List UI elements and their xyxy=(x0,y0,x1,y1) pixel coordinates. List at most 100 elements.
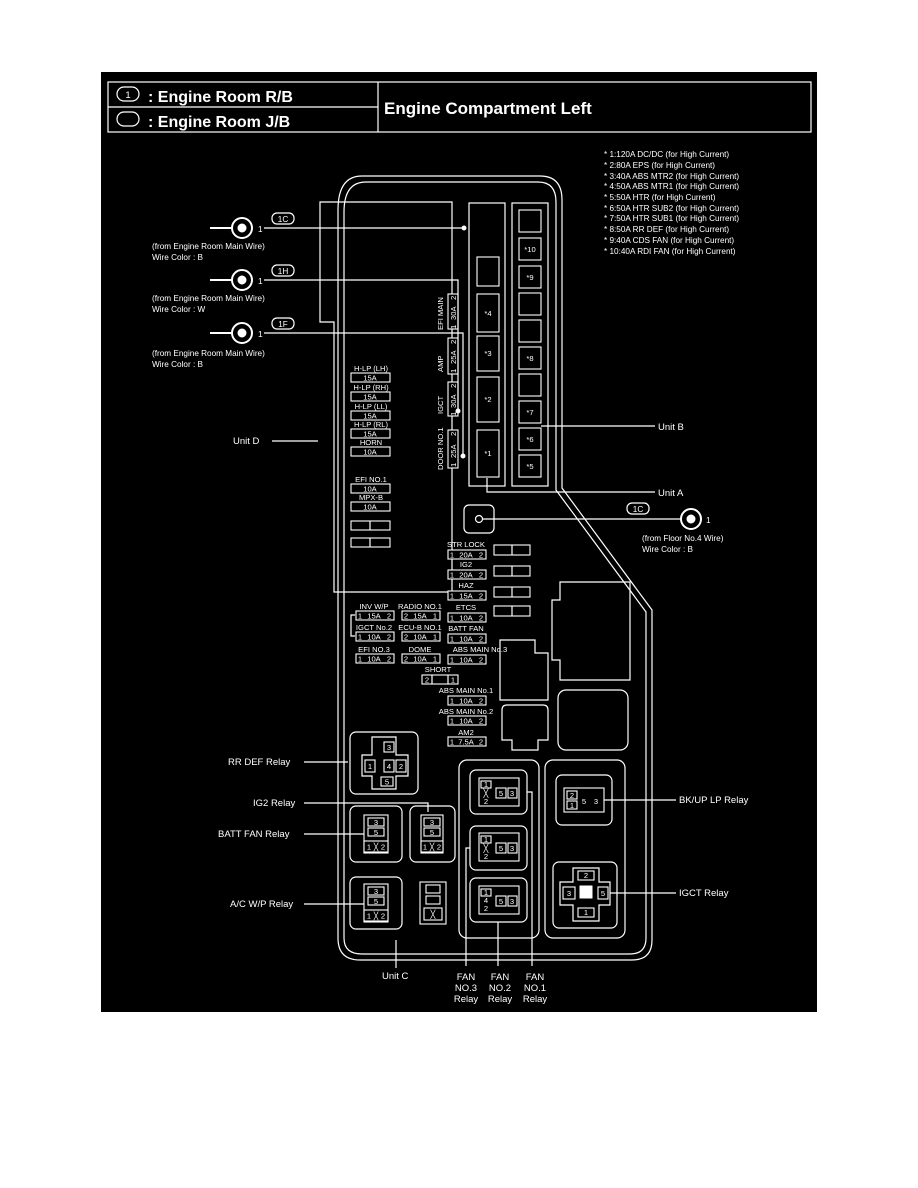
svg-text:20A: 20A xyxy=(459,551,473,560)
svg-text:2: 2 xyxy=(484,904,488,913)
svg-text:2: 2 xyxy=(479,551,483,560)
svg-text:2: 2 xyxy=(404,633,408,642)
unit-a: *4 *3 *2 *1 Unit A xyxy=(468,202,684,499)
svg-text:1: 1 xyxy=(570,801,574,810)
unit-a-slot-1: *1 xyxy=(484,449,491,458)
svg-text:10A: 10A xyxy=(367,633,381,642)
note-4: * 4:50A ABS MTR1 (for High Current) xyxy=(604,182,739,191)
wire-1h-code: 1H xyxy=(278,267,289,276)
svg-text:10A: 10A xyxy=(459,697,473,706)
svg-text:3: 3 xyxy=(374,887,378,896)
igct-relay-label: IGCT Relay xyxy=(679,888,729,899)
svg-text:1: 1 xyxy=(706,516,711,525)
note-1: * 1:120A DC/DC (for High Current) xyxy=(604,150,729,159)
svg-text:1: 1 xyxy=(450,635,454,644)
svg-text:10A: 10A xyxy=(413,633,427,642)
svg-text:15A: 15A xyxy=(367,612,381,621)
wire-1h-color: Wire Color : W xyxy=(152,305,205,314)
wire-1c-color: Wire Color : B xyxy=(152,253,203,262)
svg-text:╳: ╳ xyxy=(429,842,436,852)
unit-b-slot-5: *5 xyxy=(526,462,533,471)
svg-text:2: 2 xyxy=(479,717,483,726)
unit-b-slot-8: *8 xyxy=(526,354,533,363)
svg-text:7.5A: 7.5A xyxy=(458,738,475,747)
svg-text:20A: 20A xyxy=(459,571,473,580)
ig2-relay-label: IG2 Relay xyxy=(253,798,295,809)
unit-d-fuses: H-LP (LH) 15A H-LP (RH) 15A H-LP (LL) 15… xyxy=(350,364,391,548)
vfuse-efimain-name: EFI MAIN xyxy=(436,297,445,330)
svg-text:╳: ╳ xyxy=(430,909,437,919)
svg-text:2: 2 xyxy=(449,340,458,344)
notes-list: * 1:120A DC/DC (for High Current) * 2:80… xyxy=(604,150,739,256)
svg-text:2: 2 xyxy=(449,432,458,436)
fuse-horn-amp: 10A xyxy=(363,448,377,457)
wire-1c-from: (from Engine Room Main Wire) xyxy=(152,242,265,251)
svg-text:2: 2 xyxy=(479,738,483,747)
fuse-hlp-lh-name: H-LP (LH) xyxy=(354,364,389,373)
rr-def-relay: 3 1 4 2 5 RR DEF Relay xyxy=(228,731,419,795)
svg-text:1: 1 xyxy=(367,843,371,852)
svg-text:30A: 30A xyxy=(449,306,458,320)
svg-text:1: 1 xyxy=(449,463,458,467)
svg-text:5: 5 xyxy=(499,789,503,798)
fuse-ecub1-name: ECU-B NO.1 xyxy=(398,623,441,632)
fuse-mpxb-amp: 10A xyxy=(363,503,377,512)
svg-text:2: 2 xyxy=(387,612,391,621)
page-title: Engine Compartment Left xyxy=(384,99,592,118)
svg-text:1: 1 xyxy=(358,612,362,621)
svg-text:3: 3 xyxy=(510,897,514,906)
legend-rb-symbol xyxy=(116,86,140,102)
spare-slots xyxy=(493,544,531,617)
misc-housings xyxy=(499,581,631,751)
svg-text:1: 1 xyxy=(423,843,427,852)
svg-text:5: 5 xyxy=(499,897,503,906)
fuse-radio1-name: RADIO NO.1 xyxy=(398,602,442,611)
ac-wp-relay: 3 5 1 ╳ 2 A/C W/P Relay ╳ xyxy=(230,876,447,930)
fuse-efi1-name: EFI NO.1 xyxy=(355,475,387,484)
fuse-absmain2-name: ABS MAIN No.2 xyxy=(439,707,493,716)
batt-fan-relay-label: BATT FAN Relay xyxy=(218,829,290,840)
note-2: * 2:80A EPS (for High Current) xyxy=(604,161,715,170)
svg-text:15A: 15A xyxy=(459,592,473,601)
note-9: * 9:40A CDS FAN (for High Current) xyxy=(604,236,734,245)
svg-text:2: 2 xyxy=(570,791,574,800)
ig2-relay: 3 5 1 ╳ 2 IG2 Relay xyxy=(253,798,456,863)
fan2-label-3: Relay xyxy=(488,994,513,1005)
svg-text:1: 1 xyxy=(258,277,263,286)
svg-text:3: 3 xyxy=(430,818,434,827)
unit-a-slot-3: *3 xyxy=(484,349,491,358)
svg-text:╳: ╳ xyxy=(373,911,380,921)
wire-1c-floor-from: (from Floor No.4 Wire) xyxy=(642,534,724,543)
ac-wp-relay-label: A/C W/P Relay xyxy=(230,899,293,910)
unit-b-slot-9: *9 xyxy=(526,273,533,282)
svg-text:2: 2 xyxy=(399,762,403,771)
svg-text:1: 1 xyxy=(449,325,458,329)
svg-text:2: 2 xyxy=(449,296,458,300)
svg-text:25A: 25A xyxy=(449,350,458,364)
svg-text:5: 5 xyxy=(499,844,503,853)
fuse-mpxb-name: MPX-B xyxy=(359,493,383,502)
svg-text:10A: 10A xyxy=(459,635,473,644)
svg-text:25A: 25A xyxy=(449,444,458,458)
unit-d-housing xyxy=(319,201,453,593)
svg-text:4: 4 xyxy=(387,762,391,771)
svg-text:1: 1 xyxy=(484,780,488,789)
fuse-igct2-name: IGCT No.2 xyxy=(356,623,392,632)
svg-text:5: 5 xyxy=(374,897,378,906)
svg-text:1: 1 xyxy=(258,225,263,234)
fan1-label-2: NO.1 xyxy=(524,983,546,994)
svg-text:2: 2 xyxy=(437,843,441,852)
unit-b-label: Unit B xyxy=(658,422,684,433)
svg-text:2: 2 xyxy=(381,843,385,852)
svg-text:1: 1 xyxy=(451,676,455,685)
fuse-etcs-name: ETCS xyxy=(456,603,476,612)
svg-text:2: 2 xyxy=(404,612,408,621)
wire-1f: 1 1F (from Engine Room Main Wire) Wire C… xyxy=(152,317,466,459)
fuse-strlock-name: STR LOCK xyxy=(447,540,485,549)
svg-text:2: 2 xyxy=(479,571,483,580)
svg-text:3: 3 xyxy=(510,789,514,798)
legend-jb-symbol xyxy=(116,111,140,127)
fuse-hlp-rh-amp: 15A xyxy=(363,393,377,402)
svg-text:2: 2 xyxy=(425,676,429,685)
svg-text:10A: 10A xyxy=(367,655,381,664)
